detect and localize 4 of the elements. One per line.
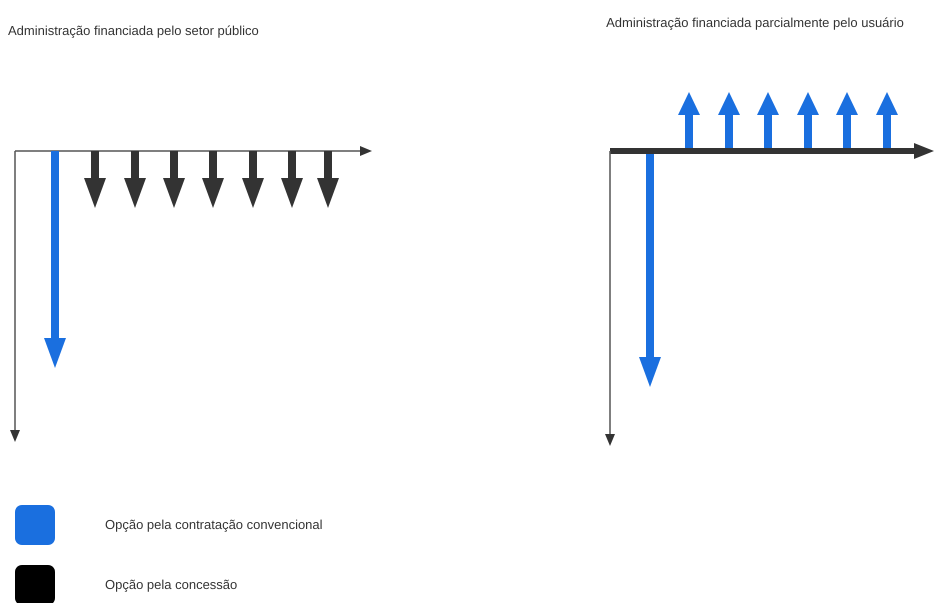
legend-label: Opção pela concessão <box>105 577 238 592</box>
legend-label: Opção pela contratação convencional <box>105 517 323 532</box>
heading: Administração financiada pelo setor público <box>8 22 260 39</box>
heading: Administração financiada parcialmente pelo usuário <box>605 14 905 31</box>
